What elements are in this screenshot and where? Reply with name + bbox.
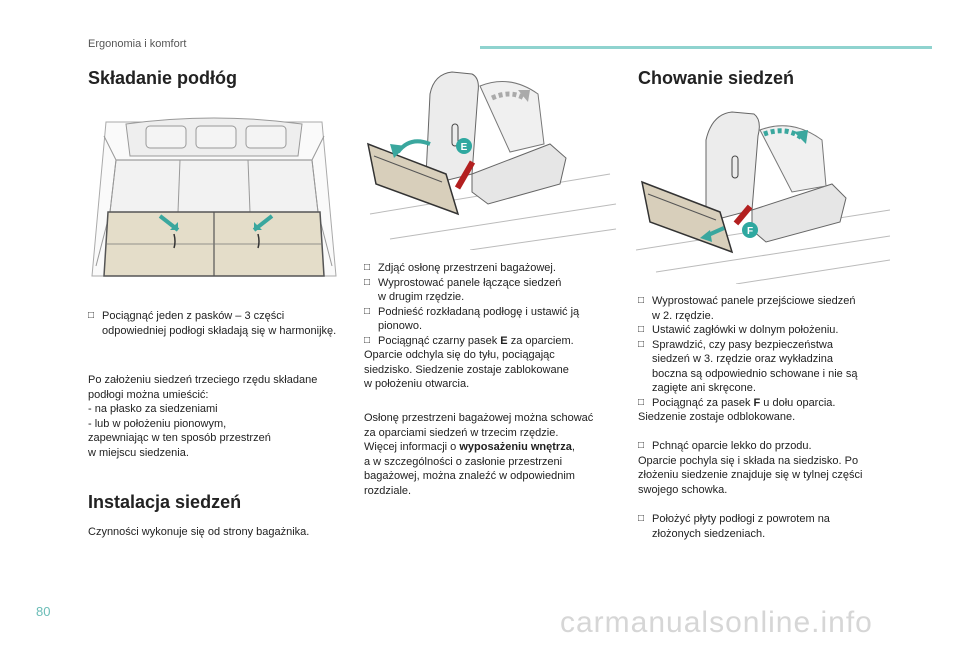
page-number: 80 [36, 604, 51, 619]
middle-bullet-1: □Zdjąć osłonę przestrzeni bagażowej. [364, 262, 556, 274]
illustration-seat-install: E [366, 71, 617, 250]
bullet-icon: □ [364, 262, 371, 273]
header-accent-bar [480, 46, 932, 49]
right-bullet-2: □Ustawić zagłówki w dolnym położeniu. [638, 324, 839, 336]
title-seat-installation: Instalacja siedzeń [88, 492, 242, 512]
bullet-icon: □ [638, 513, 645, 524]
bullet-icon: □ [364, 305, 371, 317]
label-e: E [461, 142, 468, 153]
bullet-icon: □ [638, 324, 645, 335]
right-bullet-5: □Pchnąć oparcie lekko do przodu. [638, 440, 812, 452]
right-paragraph-fold: □Pchnąć oparcie lekko do przodu. Oparcie… [638, 439, 898, 497]
illustration-seat-stow: F [636, 111, 890, 284]
left-paragraph-trunk: Czynności wykonuje się od strony bagażni… [88, 526, 310, 538]
section-header: Ergonomia i komfort [88, 38, 187, 50]
left-bullet-pull-strap: □ Pociągnąć jeden z pasków – 3 części od… [88, 310, 337, 337]
middle-instructions: □Zdjąć osłonę przestrzeni bagażowej. □Wy… [364, 261, 614, 392]
bullet-icon: □ [638, 396, 645, 408]
left-paragraph-seats: Po założeniu siedzeń trzeciego rzędu skł… [88, 374, 318, 459]
bullet-icon: □ [364, 276, 371, 288]
bullet-icon: □ [638, 338, 645, 350]
watermark: carmanualsonline.info [560, 606, 873, 639]
label-f: F [747, 226, 753, 237]
bullet-icon: □ [88, 310, 95, 321]
illustration-trunk-floor [86, 116, 342, 284]
bullet-icon: □ [638, 440, 645, 451]
middle-bullet-3: □Podnieść rozkładaną podłogę i ustawić j… [364, 305, 580, 333]
middle-paragraph-cover: Osłonę przestrzeni bagażowej można schow… [364, 412, 594, 497]
title-stowing-seats: Chowanie siedzeń [638, 68, 795, 88]
middle-bullet-4: □Pociągnąć czarny pasek E za oparciem. [364, 334, 574, 347]
right-bullet-4: □Pociągnąć za pasek F u dołu oparcia. [638, 396, 836, 409]
bullet-icon: □ [364, 334, 371, 346]
bullet-icon: □ [638, 295, 645, 306]
title-folding-floors: Składanie podłóg [88, 68, 238, 88]
